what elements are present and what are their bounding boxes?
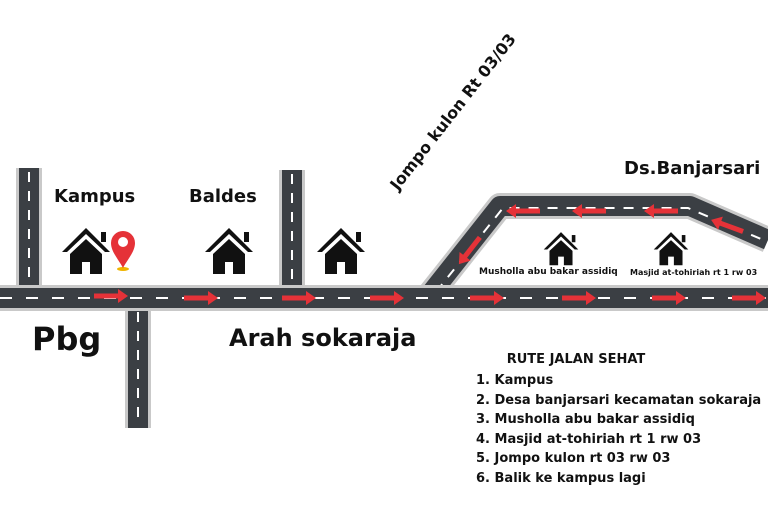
label-baldes: Baldes (189, 186, 257, 207)
house-icon (543, 232, 579, 266)
route-item: 1. Kampus (476, 373, 554, 388)
label-banjarsari: Ds.Banjarsari (624, 158, 761, 179)
road-vertical-left (16, 168, 42, 308)
label-kampus: Kampus (54, 186, 136, 207)
route-item: 2. Desa banjarsari kecamatan sokaraja (476, 392, 762, 408)
house-icon (317, 228, 365, 274)
route-item: 6. Balik ke kampus lagi (476, 470, 646, 486)
road-vertical-south (125, 285, 151, 428)
label-arah-sokaraja: Arah sokaraja (229, 324, 417, 352)
house-icon (653, 232, 689, 266)
legend-title: RUTE JALAN SEHAT (506, 352, 646, 367)
route-legend: RUTE JALAN SEHAT 1. Kampus 2. Desa banja… (476, 352, 766, 488)
route-list: 1. Kampus 2. Desa banjarsari kecamatan s… (476, 371, 766, 488)
location-pin-icon (111, 231, 135, 271)
label-pbg: Pbg (32, 320, 102, 358)
route-item: 4. Masjid at-tohiriah rt 1 rw 03 (476, 431, 702, 447)
road-loop (417, 193, 768, 306)
route-item: 5. Jompo kulon rt 03 rw 03 (476, 451, 671, 466)
label-musholla: Musholla abu bakar assidiq (479, 267, 618, 277)
roads (0, 168, 768, 428)
house-icon (205, 228, 253, 274)
route-item: 3. Musholla abu bakar assidiq (476, 412, 695, 427)
house-icon (62, 228, 110, 274)
label-masjid: Masjid at-tohiriah rt 1 rw 03 (630, 268, 758, 277)
